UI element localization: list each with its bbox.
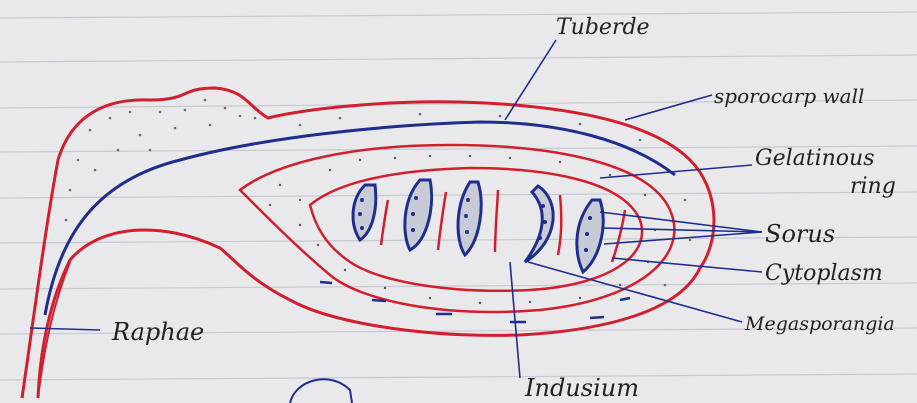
- leader-indusium: [510, 262, 520, 378]
- label-tubercle: Tuberde: [556, 15, 650, 40]
- label-cytoplasm: Cytoplasm: [765, 261, 883, 286]
- label-megasporangia: Megasporangia: [744, 313, 895, 335]
- label-gelatinous-ring-1: Gelatinous: [755, 146, 875, 171]
- leader-cytoplasm: [612, 258, 762, 272]
- leader-sporocarp-wall: [625, 95, 712, 120]
- next-figure-fragment: [290, 379, 352, 403]
- label-sorus: Sorus: [765, 220, 835, 248]
- leader-megasporangia: [528, 262, 742, 322]
- sorus-5: [577, 200, 603, 272]
- label-raphae: Raphae: [111, 318, 204, 346]
- sorus-3: [458, 182, 481, 255]
- sorus-2: [405, 180, 432, 250]
- label-sporocarp-wall: sporocarp wall: [714, 84, 864, 108]
- label-indusium: Indusium: [524, 374, 639, 402]
- leader-raphae: [30, 328, 100, 330]
- label-gelatinous-ring-2: ring: [850, 174, 896, 199]
- sorus-4: [525, 186, 553, 262]
- sorus-1: [353, 185, 376, 240]
